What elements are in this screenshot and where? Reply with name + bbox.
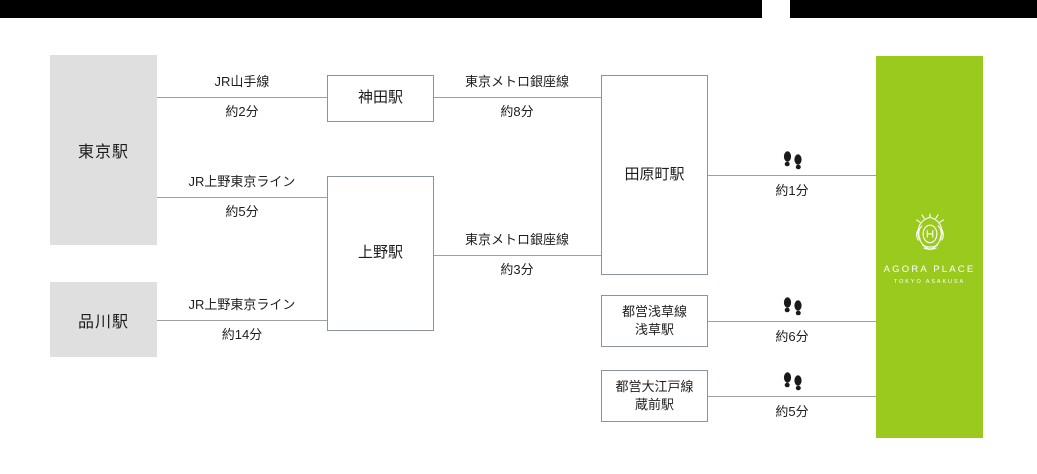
walk-duration-kuramae: 約5分: [775, 404, 809, 419]
crest-icon: [907, 210, 953, 256]
connector-kanda-tawaramachi: [434, 97, 601, 98]
station-box-tawaramachi: 田原町駅: [601, 75, 708, 275]
station-label-tokyo: 東京駅: [77, 144, 129, 161]
station-label-ueno: 上野駅: [357, 244, 403, 262]
station-box-kuramae: 都営大江戸線 蔵前駅: [601, 370, 708, 422]
hotel-brand-panel: AGORA PLACE TOKYO ASAKUSA: [876, 56, 983, 438]
edge-line-name-kanda-tawaramachi: 東京メトロ銀座線: [464, 74, 569, 89]
brand-name: AGORA PLACE: [883, 263, 976, 275]
station-box-asakusa: 都営浅草線 浅草駅: [601, 295, 708, 347]
station-label-kanda: 神田駅: [357, 89, 403, 107]
edge-line-name-tokyo-ueno: JR上野東京ライン: [188, 174, 296, 189]
top-black-bar-right: [790, 0, 1037, 18]
station-line-kuramae: 都営大江戸線: [615, 379, 694, 395]
connector-ueno-tawaramachi: [434, 255, 601, 256]
connector-tokyo-kanda: [157, 97, 327, 98]
station-box-ueno: 上野駅: [327, 176, 434, 331]
brand-sublabel: TOKYO ASAKUSA: [893, 278, 966, 285]
station-box-shinagawa: 品川駅: [50, 282, 157, 357]
edge-duration-ueno-tawaramachi: 約3分: [500, 262, 534, 277]
station-label-asakusa: 浅草駅: [634, 322, 674, 337]
connector-walk-asakusa: [708, 321, 876, 322]
top-black-bar-left: [0, 0, 762, 18]
station-label-shinagawa: 品川駅: [77, 313, 129, 331]
connector-walk-tawaramachi: [708, 175, 876, 176]
connector-tokyo-ueno: [157, 197, 327, 198]
station-box-tokyo: 東京駅: [50, 55, 157, 245]
edge-duration-tokyo-kanda: 約2分: [225, 104, 259, 119]
connector-walk-kuramae: [708, 396, 876, 397]
footprints-icon: [780, 371, 806, 391]
edge-duration-tokyo-ueno: 約5分: [225, 204, 259, 219]
edge-duration-kanda-tawaramachi: 約8分: [500, 104, 534, 119]
walk-duration-asakusa: 約6分: [775, 329, 809, 344]
station-label-tawaramachi: 田原町駅: [624, 165, 685, 183]
station-label-kuramae: 蔵前駅: [634, 397, 674, 412]
edge-line-name-tokyo-kanda: JR山手線: [214, 74, 270, 89]
connector-shinagawa-ueno: [157, 320, 327, 321]
station-line-asakusa: 都営浅草線: [621, 304, 687, 320]
footprints-icon: [780, 296, 806, 316]
edge-line-name-ueno-tawaramachi: 東京メトロ銀座線: [464, 232, 569, 247]
edge-line-name-shinagawa-ueno: JR上野東京ライン: [188, 297, 296, 312]
walk-duration-tawaramachi: 約1分: [775, 183, 809, 198]
edge-duration-shinagawa-ueno: 約14分: [221, 327, 263, 342]
station-box-kanda: 神田駅: [327, 75, 434, 122]
footprints-icon: [780, 150, 806, 170]
